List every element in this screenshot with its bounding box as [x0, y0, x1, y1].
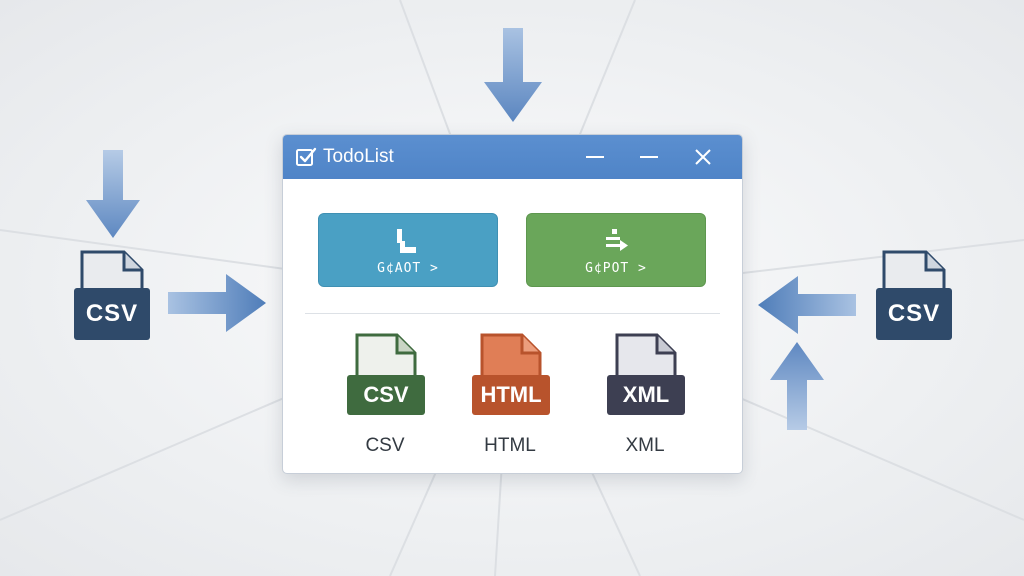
- section-divider: [305, 313, 720, 314]
- import-icon: [397, 228, 416, 253]
- arrow-down-left: [82, 150, 144, 240]
- todolist-window: TodoList G¢AOT >: [282, 134, 743, 474]
- minimize-button[interactable]: [568, 135, 622, 179]
- xml-band: XML: [607, 375, 685, 415]
- export-button[interactable]: G¢POT >: [526, 213, 706, 287]
- csv-file-left: CSV: [74, 250, 150, 342]
- minimize-icon: [586, 156, 604, 158]
- csv-file-right: CSV: [876, 250, 952, 342]
- checkbox-icon: [296, 147, 317, 166]
- html-caption: HTML: [484, 435, 536, 456]
- format-html[interactable]: HTML HTML: [460, 333, 560, 463]
- maximize-button[interactable]: [622, 135, 676, 179]
- xml-caption: XML: [625, 435, 665, 456]
- close-icon: [695, 149, 711, 165]
- window-titlebar[interactable]: TodoList: [283, 135, 742, 179]
- arrow-left-right: [756, 274, 856, 336]
- import-button-label: G¢AOT >: [377, 260, 439, 276]
- format-list: CSV CSV HTML HTML XML XML: [283, 333, 742, 463]
- maximize-icon: [640, 156, 658, 158]
- csv-file-right-label: CSV: [887, 300, 941, 327]
- import-button[interactable]: G¢AOT >: [318, 213, 498, 287]
- export-icon: [606, 228, 628, 251]
- export-button-label: G¢POT >: [585, 260, 647, 276]
- html-band: HTML: [472, 375, 550, 415]
- csv-file-left-label: CSV: [85, 300, 139, 327]
- arrow-up-right: [766, 340, 828, 430]
- close-button[interactable]: [676, 135, 730, 179]
- csv-band: CSV: [347, 375, 425, 415]
- window-title: TodoList: [323, 146, 394, 167]
- arrow-right-left: [168, 272, 268, 334]
- format-xml[interactable]: XML XML: [595, 333, 695, 463]
- csv-caption: CSV: [365, 435, 405, 456]
- format-csv[interactable]: CSV CSV: [335, 333, 435, 463]
- arrow-down-top: [480, 28, 546, 124]
